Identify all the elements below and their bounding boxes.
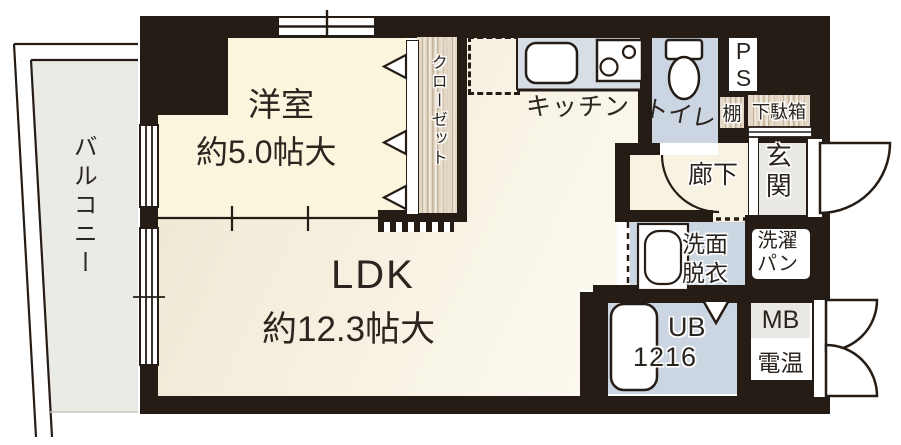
western-room-size: 約5.0帖大 bbox=[196, 134, 337, 170]
entrance-door-arc-icon bbox=[818, 141, 892, 215]
entrance-label: 玄関 bbox=[762, 142, 793, 202]
shelf-box: 棚 bbox=[720, 97, 744, 128]
fridge-space bbox=[468, 36, 520, 95]
wall bbox=[140, 396, 830, 414]
washroom-label-line1: 洗面 bbox=[682, 231, 728, 257]
wall-hatch bbox=[378, 222, 454, 232]
laundry-pan-label: 洗濯 パン bbox=[757, 230, 798, 276]
wall bbox=[593, 285, 745, 303]
mb-door-arc-icon bbox=[824, 298, 879, 398]
shoe-cabinet-box: 下駄箱 bbox=[748, 95, 810, 127]
wall bbox=[630, 210, 713, 222]
wall bbox=[140, 115, 158, 125]
water-heater-label: 電温 bbox=[757, 349, 804, 376]
ldk-size: 約12.3帖大 bbox=[262, 310, 436, 349]
shelf-label: 棚 bbox=[722, 104, 742, 125]
closet-cabinet bbox=[417, 37, 457, 213]
ps-label: PS bbox=[730, 37, 757, 92]
wall bbox=[737, 380, 812, 396]
wall bbox=[737, 296, 751, 396]
laundry-pan-label-line2: パン bbox=[757, 253, 798, 275]
wall bbox=[140, 16, 228, 115]
wall bbox=[378, 210, 466, 222]
laundry-pan-label-line1: 洗濯 bbox=[757, 230, 798, 252]
western-room-floor bbox=[228, 38, 406, 218]
wall bbox=[638, 16, 652, 143]
wall bbox=[818, 16, 830, 143]
wall bbox=[140, 207, 158, 228]
window-icon bbox=[139, 124, 159, 208]
meter-box-label: MB bbox=[761, 306, 800, 334]
western-room-floor bbox=[158, 115, 228, 218]
balcony-label: バルコニー bbox=[69, 134, 97, 279]
ldk-label: LDK bbox=[331, 253, 415, 297]
closet-label: クローゼット bbox=[428, 54, 446, 168]
entrance-door-leaf bbox=[806, 137, 824, 219]
meter-box: MB bbox=[751, 303, 810, 338]
wall bbox=[228, 16, 830, 38]
wall bbox=[580, 292, 608, 396]
unit-bath-label: UB bbox=[668, 312, 706, 342]
unit-bath-size: 1216 bbox=[633, 342, 698, 372]
closet-door bbox=[406, 40, 419, 215]
water-heater-box: 電温 bbox=[751, 341, 810, 380]
wall bbox=[457, 16, 467, 222]
ps-box: PS bbox=[729, 37, 757, 92]
hallway-label: 廊下 bbox=[688, 161, 739, 189]
entrance-floor bbox=[757, 138, 812, 215]
washroom-label-line2: 脱衣 bbox=[682, 259, 728, 286]
shoe-cabinet-label: 下駄箱 bbox=[752, 102, 806, 122]
wall bbox=[615, 143, 630, 222]
wall bbox=[625, 143, 662, 155]
mb-door-leaf bbox=[812, 298, 830, 399]
laundry-pan-box bbox=[750, 227, 812, 281]
western-room-label: 洋室 bbox=[248, 86, 314, 123]
washroom-label: 洗面 脱衣 bbox=[682, 230, 728, 288]
kitchen-label: キッチン bbox=[526, 93, 631, 121]
entrance-step-strip bbox=[748, 137, 759, 215]
